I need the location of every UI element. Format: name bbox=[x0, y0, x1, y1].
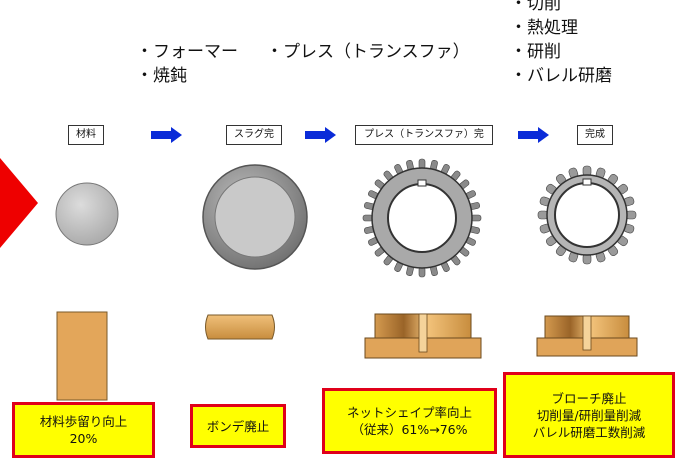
process-note: ・バレル研磨 bbox=[510, 66, 612, 86]
benefit-line: ボンデ廃止 bbox=[206, 418, 270, 434]
benefit-material-yield: 材料歩留り向上 20% bbox=[12, 402, 155, 458]
stage-label-material: 材料 bbox=[68, 125, 104, 145]
press-profile bbox=[364, 313, 482, 359]
process-notes-press: ・プレス（トランスファ） bbox=[266, 40, 470, 64]
benefit-line: （従来）61%→76% bbox=[351, 422, 468, 437]
slug-disc bbox=[202, 164, 308, 270]
stage-label-slug: スラグ完 bbox=[226, 125, 282, 145]
stage-label-press: プレス（トランスファ）完 bbox=[355, 125, 493, 145]
process-note: ・研削 bbox=[510, 42, 561, 62]
gear-bore bbox=[387, 183, 457, 253]
complete-gear-ring bbox=[537, 165, 637, 265]
benefit-bonde: ボンデ廃止 bbox=[190, 404, 286, 448]
benefit-line: バレル研磨工数削減 bbox=[532, 424, 646, 440]
process-note: ・フォーマー bbox=[136, 42, 238, 62]
process-notes-slug: ・フォーマー ・焼鈍 bbox=[136, 40, 238, 88]
press-gear-ring bbox=[362, 158, 482, 278]
process-notes-final: ・切削 ・熱処理 ・研削 ・バレル研磨 bbox=[510, 0, 612, 88]
complete-profile bbox=[536, 315, 638, 357]
blue-right-arrow-icon bbox=[151, 127, 182, 143]
process-note: ・焼鈍 bbox=[136, 66, 187, 86]
benefit-line: ブローチ廃止 bbox=[551, 390, 627, 406]
benefit-line: 材料歩留り向上 bbox=[39, 414, 128, 429]
benefit-line: 20% bbox=[69, 431, 98, 446]
benefit-line: ネットシェイプ率向上 bbox=[346, 405, 472, 420]
gear-bore bbox=[554, 182, 620, 248]
blue-right-arrow-icon bbox=[305, 127, 336, 143]
benefit-net-shape: ネットシェイプ率向上 （従来）61%→76% bbox=[322, 388, 497, 454]
process-note: ・切削 bbox=[510, 0, 561, 14]
material-profile bbox=[56, 311, 108, 401]
process-note: ・熱処理 bbox=[510, 18, 578, 38]
blue-right-arrow-icon bbox=[518, 127, 549, 143]
benefit-line: 切削量/研削量削減 bbox=[536, 407, 642, 423]
material-disc bbox=[55, 182, 119, 246]
stage-label-complete: 完成 bbox=[577, 125, 613, 145]
process-note: ・プレス（トランスファ） bbox=[266, 42, 470, 62]
red-triangle-arrow-icon bbox=[0, 158, 38, 248]
key-notch bbox=[582, 178, 592, 186]
benefit-broach: ブローチ廃止 切削量/研削量削減 バレル研磨工数削減 bbox=[503, 372, 675, 458]
slug-profile bbox=[205, 314, 275, 340]
key-notch bbox=[417, 179, 427, 187]
